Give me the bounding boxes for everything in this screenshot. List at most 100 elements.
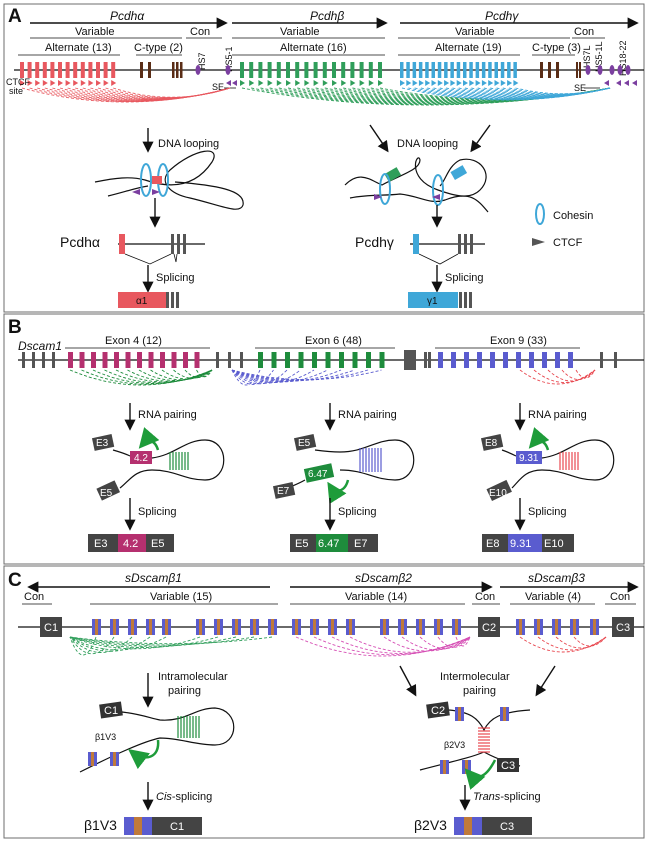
ctcf-triangle xyxy=(368,80,374,86)
alpha-c3 xyxy=(183,234,186,254)
gamma-variable-exon xyxy=(488,62,492,78)
hs-element xyxy=(625,65,631,75)
dscam1-exons xyxy=(22,350,617,370)
alpha-ctype-exon xyxy=(148,62,151,78)
beta-variable-exon xyxy=(332,62,336,78)
sd-exon-blue xyxy=(202,619,205,635)
intra-loop-path xyxy=(79,707,235,773)
ctcf-triangle xyxy=(58,80,63,86)
intra-exons xyxy=(88,752,119,766)
exon6-variant xyxy=(325,352,331,368)
loop3-bottom: E10 xyxy=(489,488,507,499)
gamma1-product xyxy=(408,292,458,308)
alpha-const-exon xyxy=(172,62,175,78)
gamma-variable-exon xyxy=(475,62,480,78)
dscam-const-exon xyxy=(424,352,427,368)
ctcf-triangle xyxy=(96,80,101,86)
loop1-left: E3 xyxy=(96,438,109,449)
beta-variable-exon xyxy=(258,62,263,78)
intramolecular-2: pairing xyxy=(168,685,201,697)
alpha-contact-arc xyxy=(44,87,231,102)
gamma-contact-arc xyxy=(401,87,611,101)
exon4-variant xyxy=(79,352,85,368)
exon4-pairing-arc xyxy=(173,369,213,379)
ctcf-triangle xyxy=(50,80,56,86)
exon4-pairing-arc xyxy=(161,369,213,380)
ctcf-triangle xyxy=(73,80,79,86)
splicing-b3: Splicing xyxy=(528,506,567,518)
prod1-b-label: 4.2 xyxy=(123,538,138,550)
loop1-strand-a xyxy=(112,449,131,457)
sd-exon-orange xyxy=(199,619,202,635)
intra-c1-label: C1 xyxy=(104,705,118,717)
cprod2-exons xyxy=(454,817,482,835)
alpha-loop-path xyxy=(94,150,244,210)
beta-variable-exon xyxy=(276,62,281,78)
sd-exon-blue xyxy=(540,619,543,635)
ctcf-triangle xyxy=(322,80,328,86)
exon4-pairing-arc xyxy=(150,369,213,381)
variable-alpha: Variable xyxy=(75,26,115,38)
inter-c3-box xyxy=(497,758,519,772)
gene-pcdh-beta: Pcdhβ xyxy=(310,9,344,23)
prod2-a-label: E5 xyxy=(295,538,308,550)
exon4-pairing-arc xyxy=(184,369,213,378)
ctcf-triangle xyxy=(418,80,424,86)
sd-exon-blue xyxy=(458,619,461,635)
sd-exon-blue xyxy=(298,619,301,635)
legend-ctcf: CTCF xyxy=(553,237,583,249)
exon9-variant xyxy=(464,352,469,368)
sd-exon-blue xyxy=(134,619,137,635)
exon4-variant xyxy=(183,352,188,368)
sd-exon-blue xyxy=(220,619,223,635)
dscam-const-exon xyxy=(614,352,617,368)
alpha-variable-exon xyxy=(96,62,100,78)
alpha-variable-exon xyxy=(111,62,116,78)
sd-exon-blue xyxy=(268,619,271,635)
sd-exon-orange xyxy=(131,619,134,635)
b2-pairing-arc xyxy=(437,636,471,648)
ctcf-triangle xyxy=(304,80,310,86)
ctcf-triangle xyxy=(27,80,33,86)
sd-exon-blue xyxy=(256,619,259,635)
gamma-contact-arc xyxy=(471,87,611,97)
hs-element xyxy=(609,65,615,75)
inter-c2-label: C2 xyxy=(431,705,445,717)
gamma-ctype-exon xyxy=(548,62,551,78)
exon4-variant xyxy=(91,352,96,368)
loop1-mid: 4.2 xyxy=(134,453,148,464)
sd-exon-blue xyxy=(110,752,113,766)
gamma1-label: γ1 xyxy=(427,296,438,307)
sd-exon-orange xyxy=(458,707,461,721)
loop3-left-box xyxy=(480,434,504,451)
dscam-const-exon xyxy=(228,352,231,368)
dscam-const-exon xyxy=(32,352,35,368)
b3-pairing-arc xyxy=(555,636,607,649)
sd-exon-orange xyxy=(91,752,94,766)
exon6-pairing-arc xyxy=(231,369,315,384)
splicing-alpha: Splicing xyxy=(156,272,195,284)
hs51-label: HS5-1 xyxy=(224,46,234,72)
ctcf-triangle xyxy=(350,80,356,86)
gamma-contact-arc xyxy=(508,87,611,95)
c-arrow-2b xyxy=(535,665,556,697)
exon6-variant xyxy=(352,352,358,368)
sd-exon-blue xyxy=(434,619,437,635)
loop2-mid: 6.47 xyxy=(308,469,328,480)
prod2-a xyxy=(290,534,316,552)
cprod1-box-label: C1 xyxy=(170,821,184,833)
loop2-path xyxy=(314,439,415,481)
b1-pairing-arc xyxy=(69,636,237,647)
dscam-product-2: E5 6.47 E7 xyxy=(290,534,378,552)
ctcf-triangle-rev xyxy=(632,80,637,86)
exon9-pairing-arc xyxy=(533,369,596,383)
alpha-variable-exon xyxy=(58,62,62,78)
beta-variable-exon xyxy=(359,62,364,78)
sd-exon-blue xyxy=(152,619,155,635)
ctcf-triangle xyxy=(313,80,319,86)
c-arrow-2a xyxy=(399,665,417,697)
b3-pairing-arc xyxy=(537,636,607,651)
hs51l-label: HS5-1L xyxy=(594,41,604,72)
exon4-variant xyxy=(125,352,131,368)
